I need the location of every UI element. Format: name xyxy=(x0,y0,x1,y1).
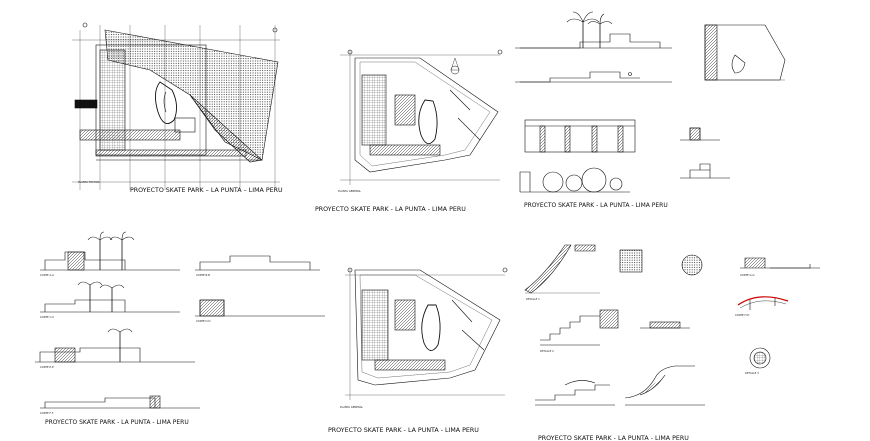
section-hh-label: CORTE H-H xyxy=(735,313,749,317)
plan-2-title: PROYECTO SKATE PARK - LA PUNTA - LIMA PE… xyxy=(315,206,466,213)
plan-drawing-2 xyxy=(340,49,503,185)
plan-drawing-1 xyxy=(72,22,280,190)
plan-drawing-3 xyxy=(345,267,508,400)
section-bb-label: CORTE B-B xyxy=(196,273,210,277)
plan-3-title: PROYECTO SKATE PARK - LA PUNTA - LIMA PE… xyxy=(328,427,479,434)
section-dd-label: CORTE D-D xyxy=(196,319,210,323)
detail-1-label: DETALLE 1 xyxy=(526,297,540,301)
section-group-top-right xyxy=(515,11,786,193)
section-ff-label: CORTE F-F xyxy=(40,411,54,415)
detail-3-label: DETALLE 3 xyxy=(745,371,759,375)
section-cc-label: CORTE C-C xyxy=(40,315,54,319)
plan-2-label: PLANTA GENERAL xyxy=(338,189,361,193)
plan-3-label: PLANTA GENERAL xyxy=(340,405,363,409)
section-aa-label: CORTE A-A xyxy=(40,273,54,277)
detail-2-label: DETALLE 2 xyxy=(540,349,554,353)
plan-1-title: PROYECTO SKATE PARK – LA PUNTA – LIMA PE… xyxy=(130,187,283,194)
plan-1-label: PLANTA TECHOS xyxy=(78,180,100,184)
detail-group-bottom-right xyxy=(524,244,820,406)
bottom-right-title: PROYECTO SKATE PARK - LA PUNTA - LIMA PE… xyxy=(538,435,689,441)
section-gg-label: CORTE G-G xyxy=(740,273,755,277)
top-right-title: PROYECTO SKATE PARK - LA PUNTA - LIMA PE… xyxy=(524,202,668,209)
section-group-bottom-left xyxy=(35,231,325,409)
section-ee-label: CORTE E-E xyxy=(40,365,54,369)
bottom-left-title: PROYECTO SKATE PARK - LA PUNTA - LIMA PE… xyxy=(45,419,189,426)
